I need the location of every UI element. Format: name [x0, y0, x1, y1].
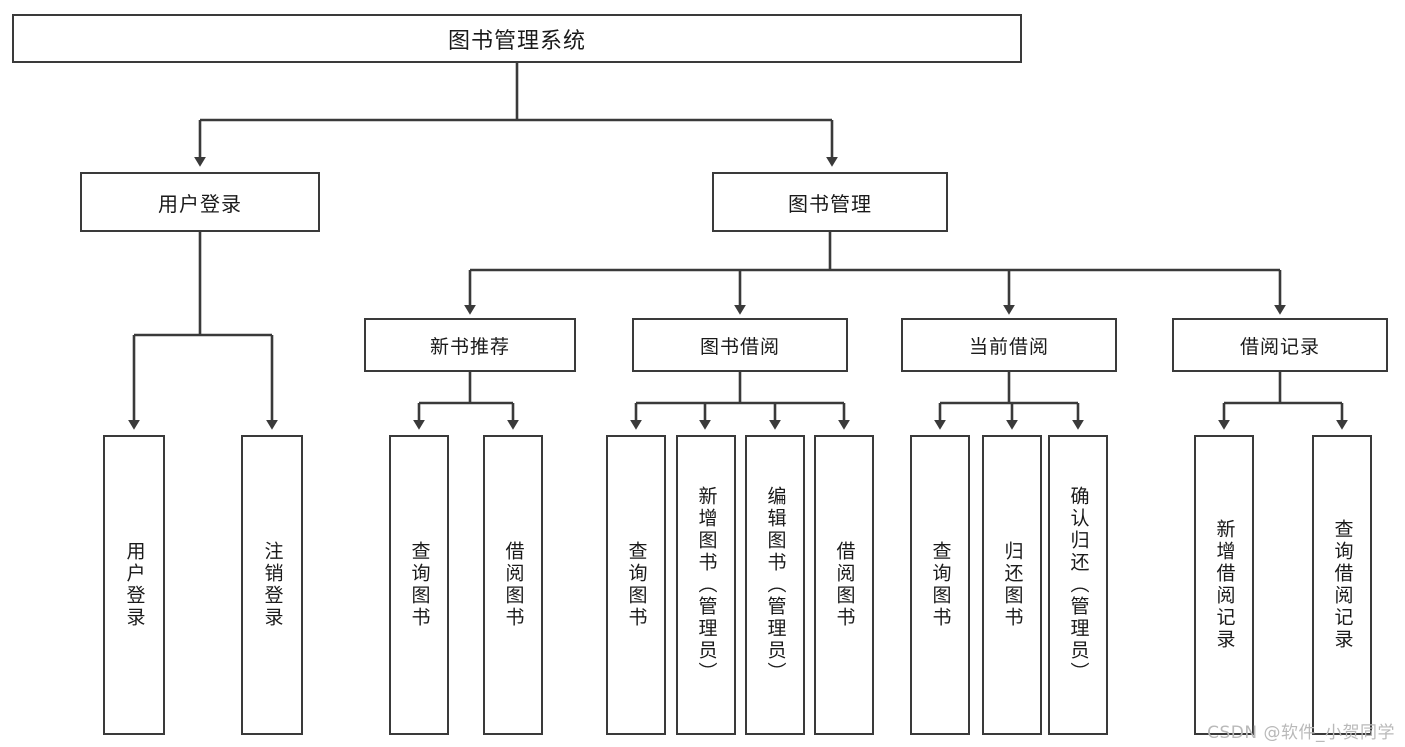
leaf-confirm-return-admin-label: 确认归还（管理员） — [1067, 486, 1090, 684]
leaf-borrow-book-2[interactable]: 借阅图书 — [814, 435, 874, 735]
leaf-query-book-3-label: 查询图书 — [929, 541, 952, 629]
node-borrow-record-label: 借阅记录 — [1239, 335, 1320, 358]
node-new-book-recommend-label: 新书推荐 — [429, 335, 510, 358]
leaf-query-book-1[interactable]: 查询图书 — [389, 435, 449, 735]
node-borrow-record[interactable]: 借阅记录 — [1172, 318, 1388, 372]
leaf-borrow-book-1[interactable]: 借阅图书 — [483, 435, 543, 735]
leaf-return-book[interactable]: 归还图书 — [982, 435, 1042, 735]
leaf-query-book-2[interactable]: 查询图书 — [606, 435, 666, 735]
leaf-add-borrow-record-label: 新增借阅记录 — [1213, 519, 1236, 651]
leaf-query-borrow-record[interactable]: 查询借阅记录 — [1312, 435, 1372, 735]
leaf-query-book-2-label: 查询图书 — [625, 541, 648, 629]
leaf-edit-book-admin-label: 编辑图书（管理员） — [764, 486, 787, 684]
leaf-query-book-3[interactable]: 查询图书 — [910, 435, 970, 735]
node-current-borrow[interactable]: 当前借阅 — [901, 318, 1117, 372]
leaf-borrow-book-1-label: 借阅图书 — [502, 541, 525, 629]
node-current-borrow-label: 当前借阅 — [968, 335, 1049, 358]
leaf-user-login-label: 用户登录 — [123, 541, 146, 629]
node-book-borrow-label: 图书借阅 — [699, 335, 780, 358]
node-book-manage[interactable]: 图书管理 — [712, 172, 948, 232]
leaf-edit-book-admin[interactable]: 编辑图书（管理员） — [745, 435, 805, 735]
leaf-confirm-return-admin[interactable]: 确认归还（管理员） — [1048, 435, 1108, 735]
leaf-add-book-admin-label: 新增图书（管理员） — [695, 486, 718, 684]
leaf-add-book-admin[interactable]: 新增图书（管理员） — [676, 435, 736, 735]
leaf-user-login[interactable]: 用户登录 — [103, 435, 165, 735]
node-root[interactable]: 图书管理系统 — [12, 14, 1022, 63]
leaf-add-borrow-record[interactable]: 新增借阅记录 — [1194, 435, 1254, 735]
node-root-label: 图书管理系统 — [447, 28, 586, 54]
node-book-manage-label: 图书管理 — [788, 191, 872, 216]
leaf-logout[interactable]: 注销登录 — [241, 435, 303, 735]
leaf-logout-label: 注销登录 — [261, 541, 284, 629]
leaf-query-book-1-label: 查询图书 — [408, 541, 431, 629]
node-user-login[interactable]: 用户登录 — [80, 172, 320, 232]
leaf-return-book-label: 归还图书 — [1001, 541, 1024, 629]
node-new-book-recommend[interactable]: 新书推荐 — [364, 318, 576, 372]
leaf-query-borrow-record-label: 查询借阅记录 — [1331, 519, 1354, 651]
node-book-borrow[interactable]: 图书借阅 — [632, 318, 848, 372]
csdn-watermark: CSDN @软件_小贺同学 — [1207, 723, 1395, 743]
node-user-login-label: 用户登录 — [158, 191, 242, 216]
leaf-borrow-book-2-label: 借阅图书 — [833, 541, 856, 629]
